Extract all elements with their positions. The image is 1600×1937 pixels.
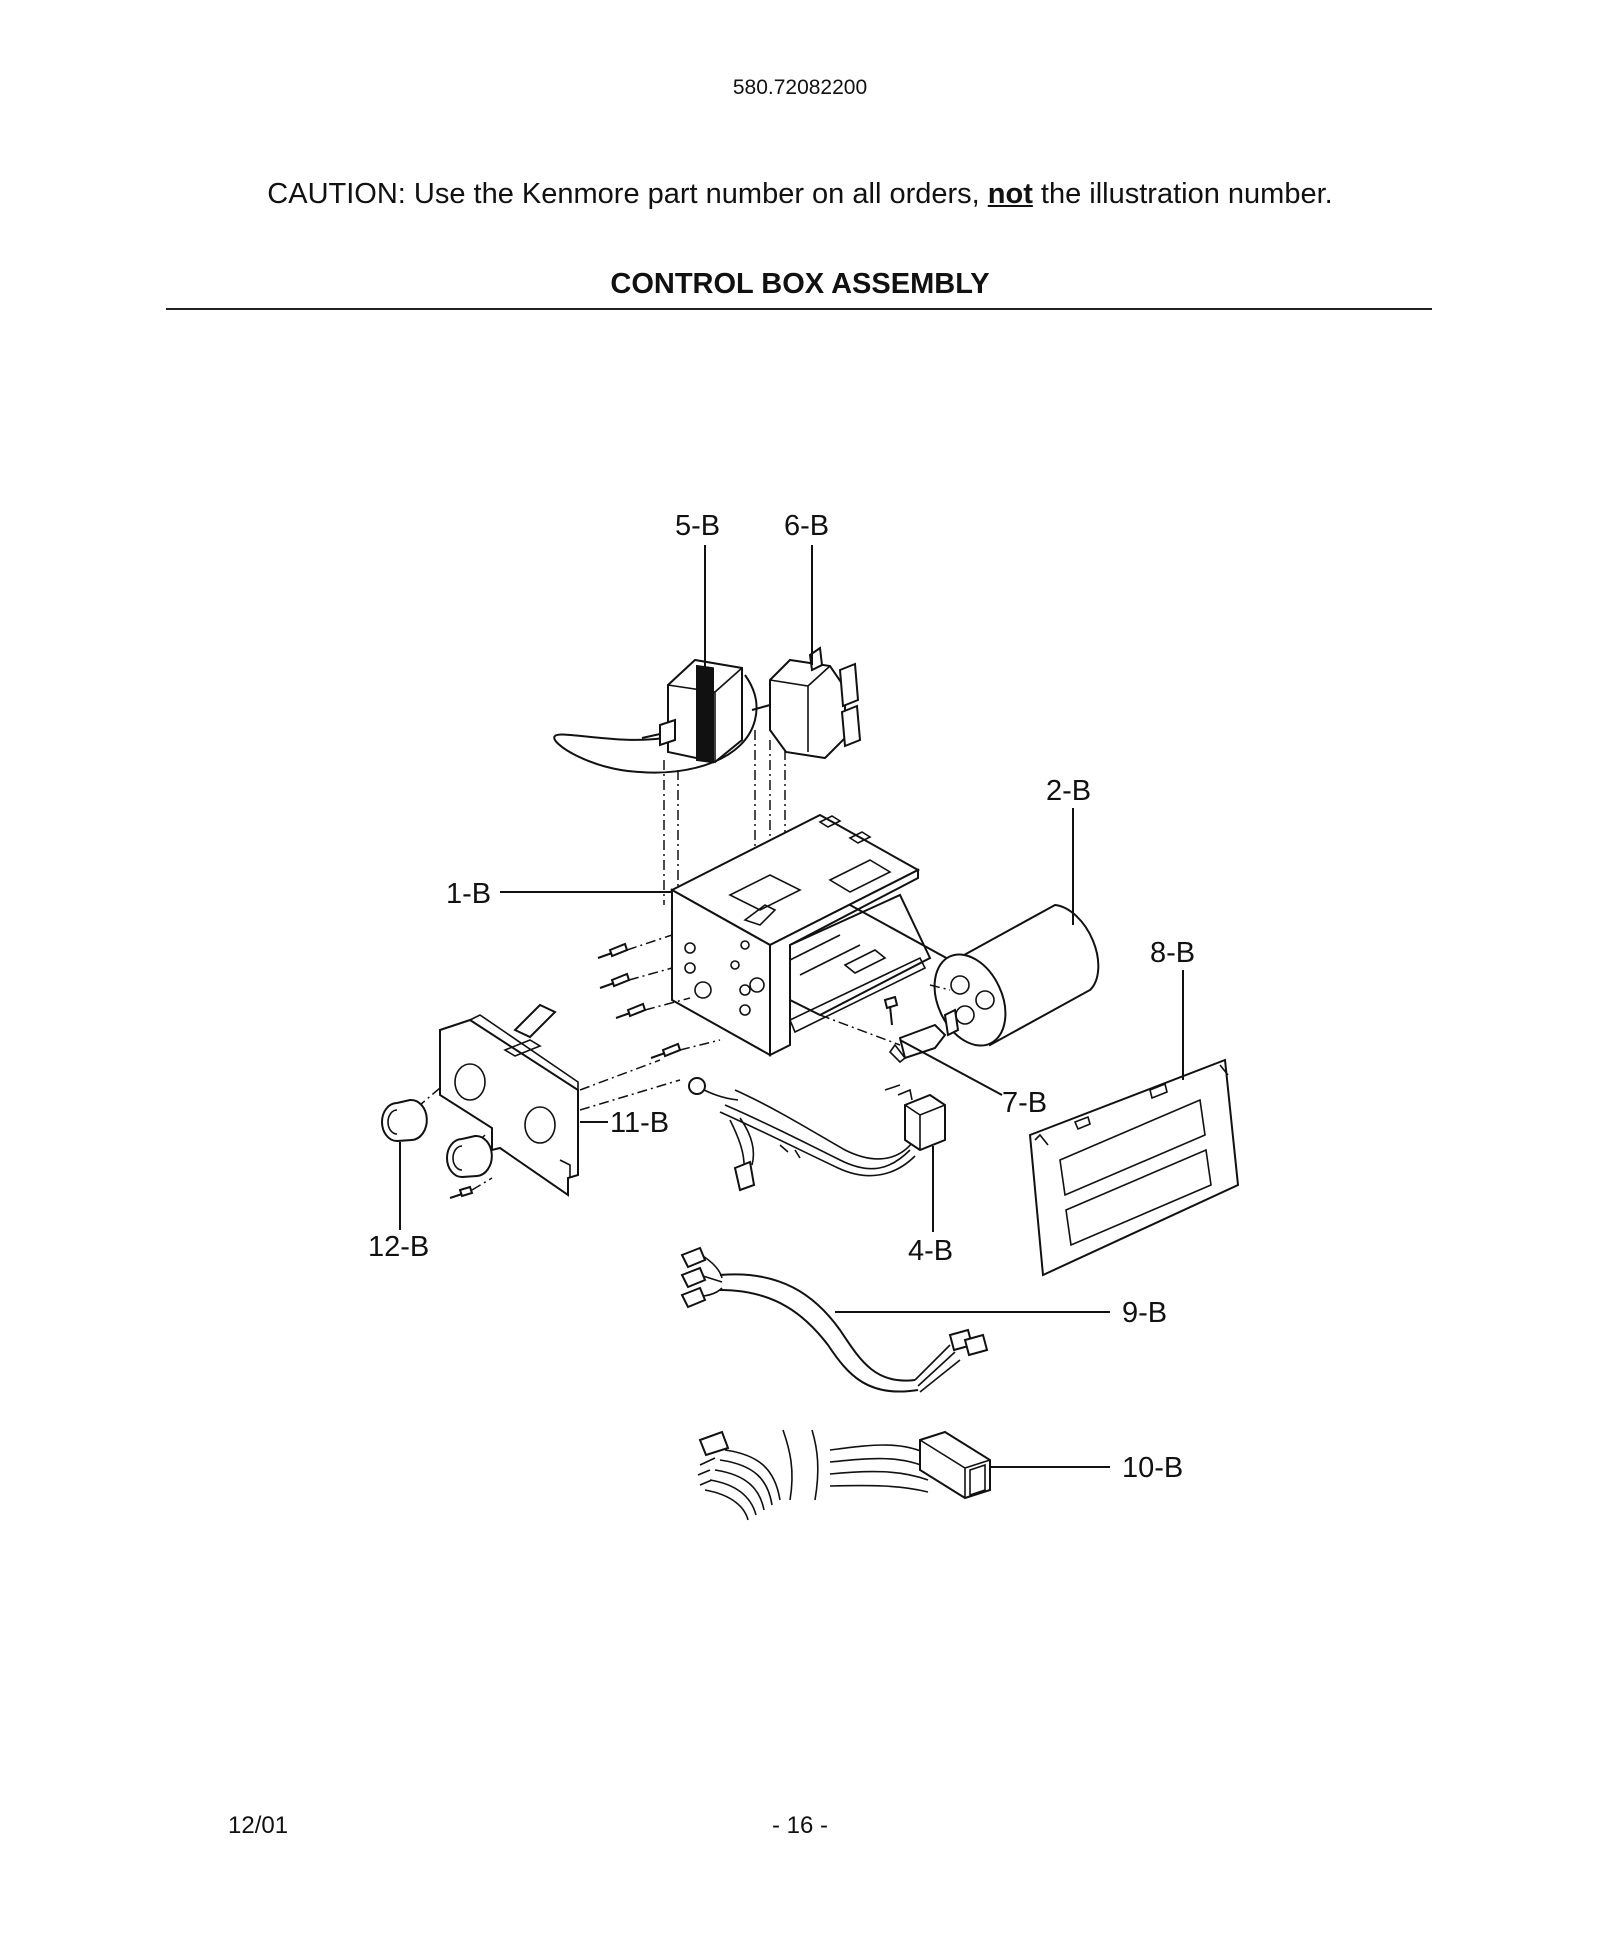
revision-date: 12/01 bbox=[228, 1812, 289, 1839]
control-box-bracket-part bbox=[669, 813, 951, 1057]
caution-notice: CAUTION: Use the Kenmore part number on … bbox=[0, 178, 1600, 211]
cover-plate-part bbox=[1028, 1058, 1240, 1277]
thermostat-control-part bbox=[553, 658, 758, 774]
callout-6b: 6-B bbox=[784, 510, 829, 542]
wire-harness-9b-part bbox=[680, 1246, 989, 1393]
title-divider bbox=[166, 308, 1432, 310]
callout-10b: 10-B bbox=[1122, 1452, 1183, 1484]
callout-7b: 7-B bbox=[1002, 1087, 1047, 1119]
caution-emphasis: not bbox=[987, 178, 1033, 210]
callout-2b: 2-B bbox=[1046, 775, 1091, 807]
callout-5b: 5-B bbox=[675, 510, 720, 542]
callout-8b: 8-B bbox=[1150, 937, 1195, 969]
control-knobs-part bbox=[381, 1098, 493, 1199]
callout-12b: 12-B bbox=[368, 1231, 429, 1263]
section-title: CONTROL BOX ASSEMBLY bbox=[610, 268, 990, 300]
page-number: - 16 - bbox=[771, 1812, 828, 1839]
mounting-screws bbox=[597, 934, 721, 1059]
capacitor-part bbox=[929, 903, 1100, 1047]
wire-harness-part bbox=[688, 1077, 946, 1192]
caution-suffix: the illustration number. bbox=[1032, 178, 1333, 210]
callout-leaders bbox=[399, 545, 1184, 1468]
relay-part bbox=[751, 646, 862, 760]
capacitor-clip-part bbox=[819, 995, 947, 1064]
callout-11b: 11-B bbox=[610, 1107, 669, 1139]
caution-prefix: CAUTION: Use the Kenmore part number on … bbox=[267, 178, 988, 210]
callout-4b: 4-B bbox=[908, 1235, 953, 1267]
model-number: 580.72082200 bbox=[732, 76, 868, 99]
callout-1b: 1-B bbox=[446, 878, 491, 910]
callout-9b: 9-B bbox=[1122, 1297, 1167, 1329]
control-panel-bracket-part bbox=[419, 1003, 681, 1197]
wire-harness-10b-part bbox=[697, 1429, 991, 1521]
